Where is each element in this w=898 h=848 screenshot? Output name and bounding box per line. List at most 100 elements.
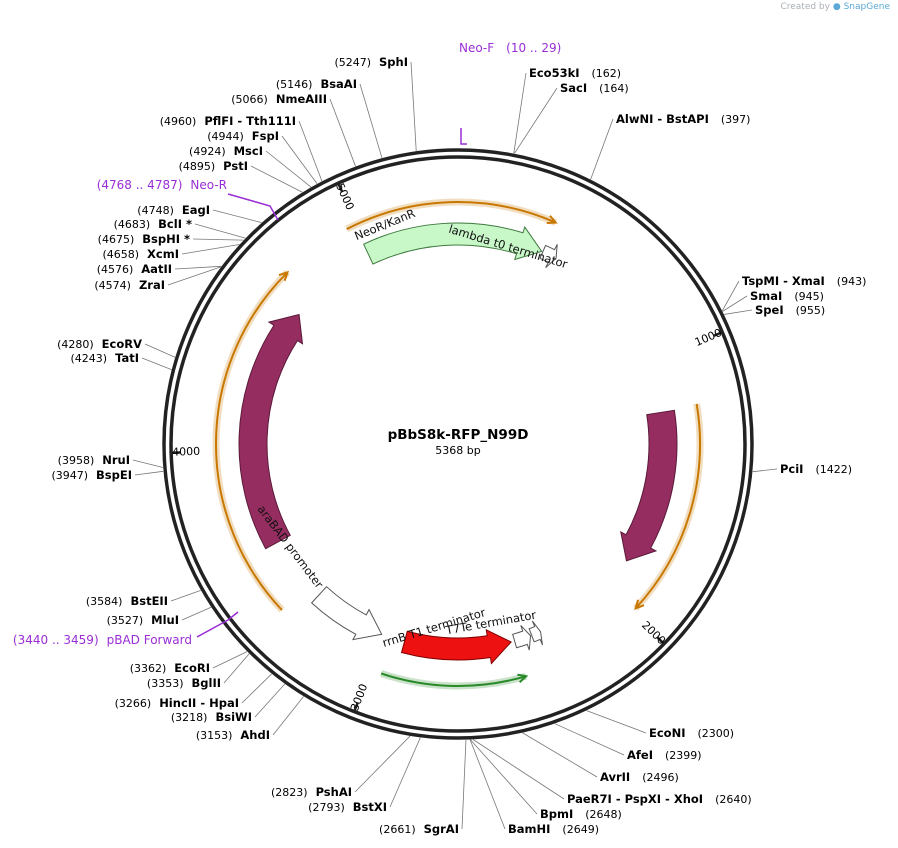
credit-brand: SnapGene — [843, 2, 890, 12]
feature-t7te[interactable] — [528, 620, 543, 646]
site-name: SmaI — [750, 289, 782, 303]
site-label-ecorv[interactable]: (4280)EcoRV — [57, 337, 142, 351]
site-label-eagi[interactable]: (4748)EagI — [137, 203, 210, 217]
site-name: SpeI — [755, 303, 784, 317]
site-position: (5066) — [231, 93, 268, 106]
orf-mrfp-arrowhead — [517, 673, 529, 684]
site-position: (3362) — [130, 662, 167, 675]
site-label-bamhi[interactable]: BamHI(2649) — [508, 822, 599, 836]
orf-arac-arrowhead — [278, 270, 290, 282]
feature-arabad[interactable] — [310, 585, 383, 641]
site-label-ahdi[interactable]: (3153)AhdI — [196, 728, 270, 742]
site-name: BpmI — [540, 807, 573, 821]
site-label-tati[interactable]: (4243)TatI — [71, 351, 139, 365]
site-label-msci[interactable]: (4924)MscI — [189, 144, 263, 158]
site-name: ZraI — [139, 278, 165, 292]
site-position: (4944) — [207, 130, 244, 143]
site-name: BsaAI — [320, 77, 357, 91]
site-label-bglii[interactable]: (3353)BglII — [147, 676, 221, 690]
site-position: (2399) — [665, 749, 702, 762]
site-leader-ecorv — [144, 343, 176, 358]
site-label-bcli[interactable]: (4683)BclI * — [114, 217, 192, 231]
site-label-paer7i[interactable]: PaeR7I - PspXI - XhoI(2640) — [567, 792, 752, 806]
site-label-pcii[interactable]: PciI (1422) — [780, 462, 852, 476]
site-name: AfeI — [627, 748, 653, 762]
site-name: EcoRI — [174, 661, 210, 675]
site-label-hincii[interactable]: (3266)HincII - HpaI — [115, 696, 239, 710]
site-label-pflfi[interactable]: (4960)PflFI - Tth111I — [160, 114, 296, 128]
site-position: (4658) — [102, 248, 139, 261]
feature-neor[interactable] — [362, 222, 543, 265]
orf-mrfp-arc[interactable] — [380, 672, 527, 687]
site-leader-fspi — [281, 135, 318, 184]
snapgene-credit: Created by ● SnapGene — [780, 2, 890, 12]
site-label-xcmi[interactable]: (4658)XcmI — [102, 247, 179, 261]
site-label-afei[interactable]: AfeI (2399) — [627, 748, 702, 762]
site-name: BsiWI — [215, 710, 252, 724]
site-label-nrui[interactable]: (3958)NruI — [58, 453, 130, 467]
site-leader-sgrai — [461, 739, 467, 830]
primer-pbad-forward-marker[interactable] — [196, 611, 239, 638]
site-label-bsphi[interactable]: (4675)BspHI * — [98, 232, 190, 246]
site-label-zrai[interactable]: (4574)ZraI — [94, 278, 165, 292]
orf-arac-arc[interactable] — [215, 271, 289, 611]
site-leader-tspmi — [721, 280, 740, 311]
site-label-saci[interactable]: SacI(164) — [560, 81, 629, 95]
primer-neo-r-marker[interactable] — [227, 193, 279, 221]
site-leader-pflfi — [298, 120, 323, 182]
site-label-sphi[interactable]: (5247)SphI — [334, 55, 408, 69]
site-label-bsaai[interactable]: (5146)BsaAI — [276, 77, 357, 91]
site-label-econi[interactable]: EcoNI(2300) — [649, 726, 734, 740]
site-position: (3947) — [51, 469, 88, 482]
site-label-ecori[interactable]: (3362) EcoRI — [130, 661, 210, 675]
primer-range: (4768 .. 4787) — [97, 178, 183, 192]
feature-rep101[interactable] — [620, 409, 678, 562]
feature-label-arac: araC — [223, 398, 241, 427]
site-label-bspei[interactable]: (3947)BspEI — [51, 468, 132, 482]
site-label-eco53ki[interactable]: Eco53kI(162) — [529, 66, 621, 80]
snapgene-logo-icon: ● — [832, 2, 841, 12]
site-leader-lines — [132, 61, 778, 830]
primer-range: (3440 .. 3459) — [13, 633, 99, 647]
site-label-bsteii[interactable]: (3584)BstEII — [86, 594, 168, 608]
site-name: Eco53kI — [529, 66, 580, 80]
site-leader-aatii — [174, 265, 222, 270]
site-name: NruI — [102, 453, 130, 467]
site-leader-sphi — [410, 61, 417, 151]
site-label-alwni[interactable]: AlwNI - BstAPI(397) — [616, 112, 750, 126]
site-label-bpmi[interactable]: BpmI(2648) — [540, 807, 622, 821]
site-name: PaeR7I - PspXI - XhoI — [567, 792, 703, 806]
site-label-avrii[interactable]: AvrII(2496) — [600, 770, 679, 784]
site-label-spei[interactable]: SpeI(955) — [755, 303, 825, 317]
site-label-bsiwi[interactable]: (3218)BsiWI — [171, 710, 252, 724]
orf-rep-arc[interactable] — [634, 403, 701, 610]
site-label-mlui[interactable]: (3527)MluI — [107, 613, 179, 627]
site-label-bstxi[interactable]: (2793)BstXI — [308, 800, 387, 814]
site-label-smai[interactable]: SmaI(945) — [750, 289, 824, 303]
site-label-pshai[interactable]: (2823)PshAI — [271, 785, 352, 799]
primer-neo-f-marker[interactable] — [460, 128, 467, 145]
site-name: MluI — [151, 613, 179, 627]
site-name: AlwNI - BstAPI — [616, 112, 709, 126]
orf-arcs — [212, 198, 704, 690]
site-leader-avrii — [522, 732, 598, 778]
feature-arac[interactable] — [238, 313, 304, 550]
site-label-sgrai[interactable]: (2661)SgrAI — [379, 822, 459, 836]
feature-mrfp1[interactable] — [400, 628, 512, 665]
site-leader-smai — [722, 295, 748, 312]
site-position: (1422) — [815, 463, 852, 476]
site-leader-eco53ki — [513, 72, 527, 154]
site-label-fspi[interactable]: (4944)FspI — [207, 129, 279, 143]
site-name: PciI — [780, 462, 803, 476]
site-label-aatii[interactable]: (4576)AatII — [97, 262, 172, 276]
feature-rrnb[interactable] — [512, 625, 532, 651]
site-label-tspmi[interactable]: TspMI - XmaI(943) — [742, 274, 866, 288]
site-leader-bcli — [194, 223, 246, 239]
feature-lambda-t0[interactable] — [539, 244, 558, 268]
site-label-nmeaiii[interactable]: (5066)NmeAIII — [231, 92, 327, 106]
site-label-psti[interactable]: (4895)PstI — [179, 159, 248, 173]
site-position: (943) — [837, 275, 867, 288]
orf-top-arc[interactable] — [346, 201, 557, 230]
site-position: (3153) — [196, 729, 233, 742]
